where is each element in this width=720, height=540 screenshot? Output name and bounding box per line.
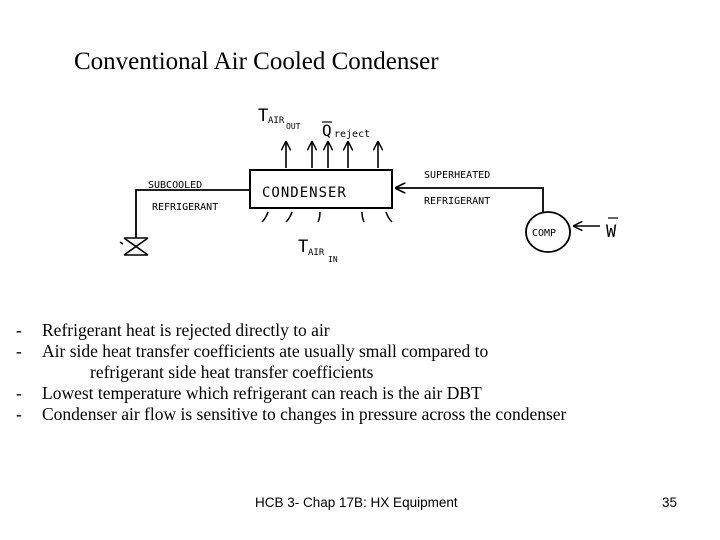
condenser-box: [249, 169, 393, 209]
q-reject-main: Q: [322, 121, 332, 140]
bullet-2: - Air side heat transfer coefficients at…: [16, 341, 706, 362]
subcooled-label-line2: REFRIGERANT: [152, 202, 218, 213]
bullet-2-continuation: refrigerant side heat transfer coefficie…: [16, 362, 706, 383]
subcooled-line: [135, 189, 250, 238]
compressor-label: COMP: [532, 228, 556, 239]
bullet-dash: -: [16, 341, 22, 361]
bullet-1: - Refrigerant heat is rejected directly …: [16, 320, 706, 341]
slide-footer: HCB 3- Chap 17B: HX Equipment 35: [0, 495, 720, 513]
condenser-label: CONDENSER: [262, 185, 347, 201]
superheated-line: [396, 188, 544, 212]
bullet-dash: -: [16, 383, 22, 403]
bullet-text: Lowest temperature which refrigerant can…: [42, 383, 482, 403]
q-reject-label: Q reject: [322, 121, 370, 140]
t-air-in-sub: AIR: [308, 248, 325, 258]
t-air-out-sub: AIR: [268, 116, 285, 126]
bullet-text: Condenser air flow is sensitive to chang…: [42, 404, 567, 424]
t-air-in-main: T: [298, 237, 308, 257]
bullet-dash: -: [16, 404, 22, 424]
bullet-text: Refrigerant heat is rejected directly to…: [42, 320, 330, 340]
t-air-out-main: T: [258, 106, 268, 126]
condenser-diagram: CONDENSER T AIR OUT Q reject: [119, 106, 618, 264]
air-in-ticks: [261, 211, 393, 223]
bullet-text: Air side heat transfer coefficients ate …: [42, 341, 489, 361]
t-air-in-label: T AIR IN: [298, 237, 338, 264]
t-air-in-sub2: IN: [328, 255, 338, 264]
page-number: 35: [662, 495, 678, 510]
bullet-4: - Condenser air flow is sensitive to cha…: [16, 404, 706, 425]
bullet-dash: -: [16, 320, 22, 340]
work-label: W: [606, 222, 617, 242]
q-reject-sub: reject: [334, 129, 370, 140]
subcooled-label-line1: SUBCOOLED: [148, 180, 202, 191]
footer-text: HCB 3- Chap 17B: HX Equipment: [255, 495, 458, 510]
bullet-3: - Lowest temperature which refrigerant c…: [16, 383, 706, 404]
heat-arrows: [286, 142, 378, 168]
superheated-label-line1: SUPERHEATED: [424, 170, 490, 181]
compressor-circle: [525, 211, 571, 253]
bullet-list: - Refrigerant heat is rejected directly …: [16, 320, 706, 425]
t-air-out-sub2: OUT: [286, 122, 301, 131]
t-air-out-label: T AIR OUT: [258, 106, 301, 131]
superheated-label-line2: REFRIGERANT: [424, 196, 490, 207]
slide-title: Conventional Air Cooled Condenser: [74, 48, 439, 75]
expansion-valve-icon: [119, 237, 149, 256]
bullet-text: refrigerant side heat transfer coefficie…: [90, 362, 374, 382]
